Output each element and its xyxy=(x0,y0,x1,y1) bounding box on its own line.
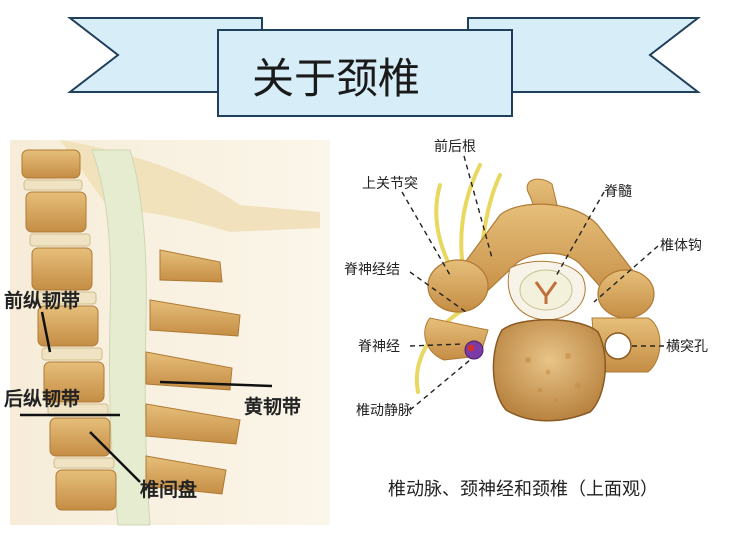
label-spinal-ganglion: 脊神经结 xyxy=(344,262,400,278)
title-banner: 关于颈椎 xyxy=(67,17,701,117)
banner-left-tail xyxy=(67,17,263,93)
label-uncinate-process: 椎体钩 xyxy=(660,238,702,254)
page-title: 关于颈椎 xyxy=(252,54,420,103)
label-ligamentum-flavum: 黄韧带 xyxy=(244,395,301,418)
vertebral-vessels-mark xyxy=(464,340,484,360)
label-spinal-cord: 脊髓 xyxy=(604,184,632,200)
axial-vertebra-illustration: 前后根 上关节突 脊髓 椎体钩 脊神经结 脊神经 横突孔 椎动静脉 椎动脉、颈神… xyxy=(344,138,708,500)
label-spinal-nerve: 脊神经 xyxy=(358,339,400,355)
sagittal-spine-illustration: 前纵韧带 后纵韧带 黄韧带 椎间盘 xyxy=(4,140,330,526)
label-anterior-longitudinal-ligament: 前纵韧带 xyxy=(4,289,80,312)
transverse-foramen xyxy=(604,332,632,360)
label-transverse-foramen: 横突孔 xyxy=(666,339,708,355)
banner-center xyxy=(217,29,513,117)
label-intervertebral-disc: 椎间盘 xyxy=(140,478,197,501)
label-vertebral-vessels: 椎动静脉 xyxy=(356,403,412,419)
label-posterior-longitudinal-ligament: 后纵韧带 xyxy=(4,388,80,410)
figure-caption: 椎动脉、颈神经和颈椎（上面观） xyxy=(388,479,658,500)
spinal-cord-section xyxy=(519,269,573,311)
label-superior-facet: 上关节突 xyxy=(362,176,418,192)
label-nerve-roots: 前后根 xyxy=(434,138,476,155)
